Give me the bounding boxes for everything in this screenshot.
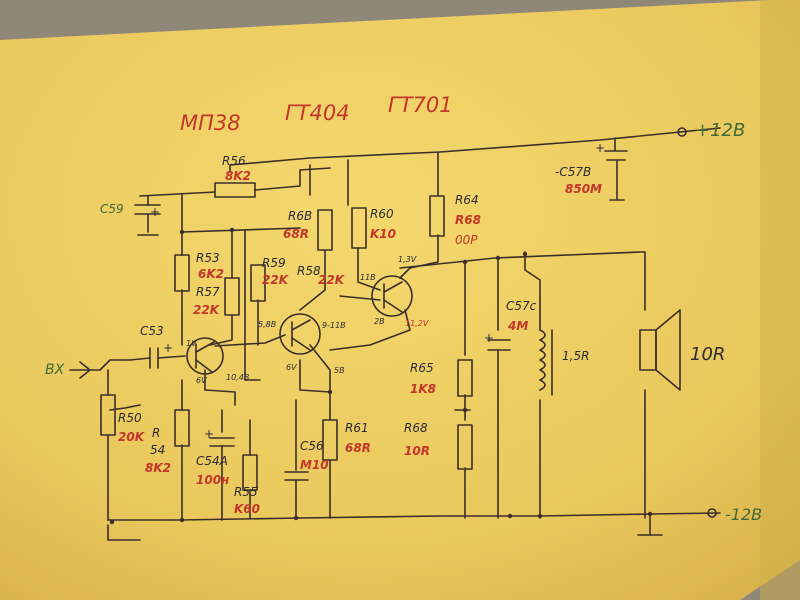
voltage-annotations: 1V 6V 10,4В 5,8В 9-11B 6V 5B 11B 1,3V 2В… [186,255,429,385]
voltage-9: 1,3V [398,255,417,264]
minus-terminal [707,508,717,518]
r68-ref: R68 [404,421,428,435]
voltage-5: 9-11B [322,321,346,330]
voltage-11: 11,2V [405,319,429,328]
r50-value: 20K [118,430,146,444]
r60-value: K10 [370,227,396,241]
input-terminal [79,361,91,379]
rail-minus-label: -12В [725,505,762,524]
r59-value: 22K [262,273,290,287]
r68-value: 10R [404,444,430,458]
r6b-value: 68R [283,227,309,241]
voltage-7: 5B [334,366,345,375]
voltage-3: 10,4В [226,373,249,382]
r53-value: 6K2 [198,267,224,281]
r64-ref: R64 [455,193,479,207]
r61-ref: R61 [345,421,369,435]
r57-value: 22K [193,303,221,317]
input-label: BX [45,362,65,378]
c57c-ref: C57c [506,299,537,313]
transistor-title-1: МП38 [180,111,241,135]
speaker-value: 10R [690,344,725,365]
c53-sign: + [163,341,173,355]
r61-value: 68R [345,441,371,455]
c54-ref: C54A [196,454,228,468]
r55-value: K60 [234,502,260,516]
voltage-10: 2В [374,317,385,326]
c57c-sign: + [484,331,494,345]
r56-ref: R56 [222,154,246,168]
voltage-2: 6V [196,376,207,385]
r58-ref: R58 [297,264,321,278]
transistor-title-3: ГТ701 [388,93,453,117]
c59-sign: + [150,205,160,219]
c57-value: 850M [565,182,602,196]
r58-value: 22K [318,273,346,287]
r59-ref: R59 [262,256,286,270]
c57-ref: -C57B [555,165,591,179]
transistor-q1 [186,337,224,375]
r53-ref: R53 [196,251,220,265]
transistor-title-2: ГТ404 [285,101,350,125]
resistor-bodies [100,182,681,491]
voltage-1: 1V [186,339,197,348]
r65-value: 1K8 [410,382,436,396]
transistor-q3 [371,275,413,317]
c54-sign: + [204,427,214,441]
transistor-q2 [279,313,321,355]
c57c-value: 4M [507,319,528,333]
r60-ref: R60 [370,207,394,221]
c56-ref: C56 [300,439,324,453]
c54-value: 100н [196,473,229,487]
r57-ref: R57 [196,285,220,299]
r65-ref: R65 [410,361,434,375]
r55-ref: R55 [234,485,258,499]
r64-extra: 00P [455,233,478,247]
rail-plus-label: +12В [695,120,745,141]
voltage-4: 5,8В [258,320,276,329]
inductor-value: 1,5R [562,349,589,363]
c56-value: M10 [300,458,329,472]
r54-ref2: 54 [150,443,165,457]
c59-ref: C59 [100,202,124,216]
r54-value: 8K2 [145,461,171,475]
r50-ref: R50 [118,411,142,425]
r64-value: R68 [455,213,481,227]
r6b-ref: R6B [288,209,312,223]
voltage-6: 6V [286,363,297,372]
r54-ref: R [152,426,160,440]
voltage-8: 11B [360,273,376,282]
c57-sign: + [595,141,605,155]
inductor-coil [539,329,546,391]
junction-dots [109,227,653,525]
c53-ref: C53 [140,324,164,338]
r56-value: 8K2 [225,169,251,183]
plus-terminal [677,127,687,137]
